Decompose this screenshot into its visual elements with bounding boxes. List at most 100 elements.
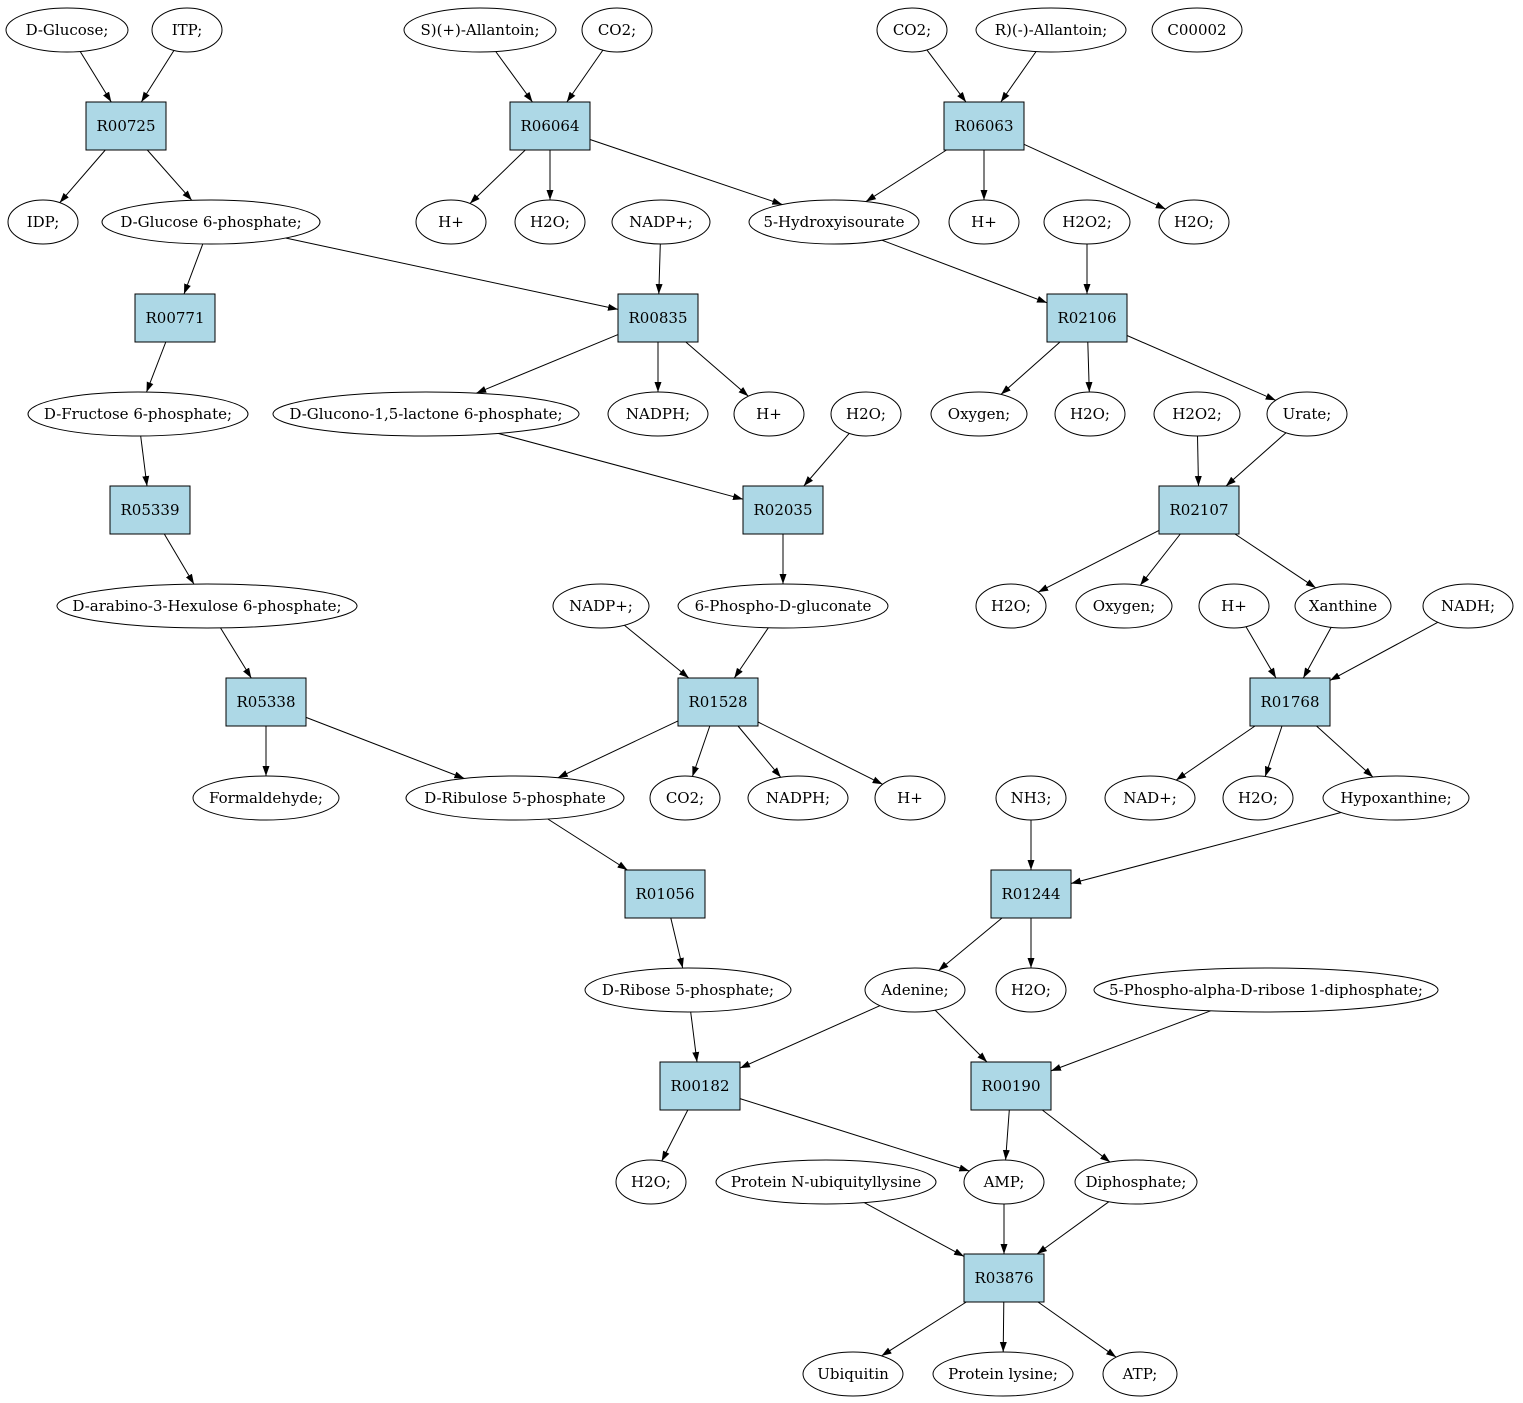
compound-ellipse: [1222, 775, 1294, 821]
reaction-box: [742, 485, 824, 535]
edge-arrow: [1316, 725, 1374, 778]
edge-arrow: [1234, 533, 1317, 589]
compound-node-h2o: H2O;: [514, 199, 586, 245]
node-label: AMP;: [983, 1173, 1025, 1191]
reaction-box: [1249, 677, 1331, 727]
compound-node-h: H+: [948, 199, 1020, 245]
reaction-box: [509, 101, 591, 151]
edge-arrow: [183, 243, 204, 295]
edge-arrow: [495, 51, 533, 103]
compound-ellipse: [975, 583, 1047, 629]
reaction-box: [85, 101, 167, 151]
node-label: Hypoxanthine;: [1340, 789, 1451, 807]
reaction-node-r01768: R01768: [1249, 677, 1331, 727]
node-label: CO2;: [893, 21, 931, 39]
edge-arrow: [1002, 1109, 1010, 1161]
reaction-box: [134, 293, 216, 343]
edge-arrow: [220, 627, 252, 679]
reaction-node-r01528: R01528: [677, 677, 759, 727]
node-label: H2O2;: [1062, 213, 1112, 231]
reaction-box: [677, 677, 759, 727]
edge-arrow: [1194, 435, 1202, 487]
node-label: Formaldehyde;: [209, 789, 323, 807]
edge-arrow: [685, 341, 749, 397]
compound-ellipse: [56, 583, 358, 629]
edge-arrow: [865, 149, 947, 203]
compound-ellipse: [1074, 1159, 1198, 1205]
compound-ellipse: [677, 583, 889, 629]
node-label: D-Glucose;: [26, 21, 109, 39]
compound-node-co2: CO2;: [581, 7, 653, 53]
compound-node-co2: CO2;: [649, 775, 721, 821]
edge-arrow: [1036, 1201, 1110, 1255]
reaction-node-r06063: R06063: [943, 101, 1025, 151]
compound-ellipse: [552, 583, 650, 629]
edge-arrow: [1302, 627, 1332, 679]
compound-ellipse: [876, 7, 948, 53]
reaction-box: [109, 485, 191, 535]
edge-arrow: [934, 1009, 988, 1063]
edge-arrow: [757, 721, 883, 785]
compound-ellipse: [151, 7, 223, 53]
compound-node-c00002: C00002: [1151, 7, 1243, 53]
compound-ellipse: [415, 199, 487, 245]
node-label: H2O;: [1174, 213, 1214, 231]
node-label: ATP;: [1122, 1365, 1158, 1383]
compound-ellipse: [733, 391, 805, 437]
compound-node-r-allantoin: R)(-)-Allantoin;: [975, 7, 1127, 53]
edge-arrow: [670, 917, 684, 969]
compound-node-h2o: H2O;: [1222, 775, 1294, 821]
edge-arrow: [557, 720, 679, 779]
node-label: NADP+;: [569, 597, 633, 615]
node-label: R03876: [974, 1269, 1033, 1287]
compound-node-amp: AMP;: [963, 1159, 1045, 1205]
node-label: R00725: [96, 117, 155, 135]
node-label: 5-Hydroxyisourate: [763, 213, 904, 231]
node-label: H+: [756, 405, 782, 423]
node-label: Oxygen;: [1093, 597, 1155, 615]
edge-arrow: [803, 432, 850, 487]
node-label: D-Ribose 5-phosphate;: [602, 981, 774, 999]
reaction-node-r03876: R03876: [963, 1253, 1045, 1303]
edge-arrow: [497, 432, 744, 500]
compound-ellipse: [584, 967, 792, 1013]
compound-ellipse: [1093, 967, 1439, 1013]
reaction-box: [225, 677, 307, 727]
compound-ellipse: [963, 1159, 1045, 1205]
compound-node-h2o: H2O;: [830, 391, 902, 437]
reaction-box: [624, 869, 706, 919]
compound-ellipse: [932, 1351, 1074, 1397]
compound-ellipse: [1054, 391, 1126, 437]
edge-arrow: [1037, 1301, 1117, 1358]
reaction-box: [617, 293, 699, 343]
node-label: R05339: [120, 501, 179, 519]
compound-ellipse: [930, 391, 1028, 437]
edge-arrow: [739, 1005, 881, 1069]
compound-ellipse: [1158, 199, 1230, 245]
compound-node-hypoxanthine: Hypoxanthine;: [1322, 775, 1470, 821]
node-label: C00002: [1167, 21, 1226, 39]
compound-ellipse: [5, 7, 129, 53]
reaction-node-r05338: R05338: [225, 677, 307, 727]
edge-arrow: [566, 49, 604, 103]
reaction-box: [963, 1253, 1045, 1303]
compound-node-nadp: NADP+;: [611, 199, 711, 245]
compound-ellipse: [1294, 583, 1392, 629]
compound-node-h2o: H2O;: [975, 583, 1047, 629]
reaction-node-r01244: R01244: [990, 869, 1072, 919]
edge-arrow: [1329, 621, 1439, 681]
node-label: NADPH;: [626, 405, 690, 423]
node-label: Protein lysine;: [948, 1365, 1058, 1383]
node-label: H2O;: [846, 405, 886, 423]
node-label: NADP+;: [629, 213, 693, 231]
compound-node-d-glucose-6-phosphate: D-Glucose 6-phosphate;: [101, 199, 321, 245]
node-label: R02106: [1057, 309, 1116, 327]
reaction-box: [990, 869, 1072, 919]
compound-node-h: H+: [415, 199, 487, 245]
compound-ellipse: [1043, 199, 1131, 245]
node-label: R01056: [635, 885, 694, 903]
compound-node-s-allantoin: S)(+)-Allantoin;: [403, 7, 557, 53]
node-label: NADPH;: [766, 789, 830, 807]
edge-arrow: [1023, 143, 1166, 210]
